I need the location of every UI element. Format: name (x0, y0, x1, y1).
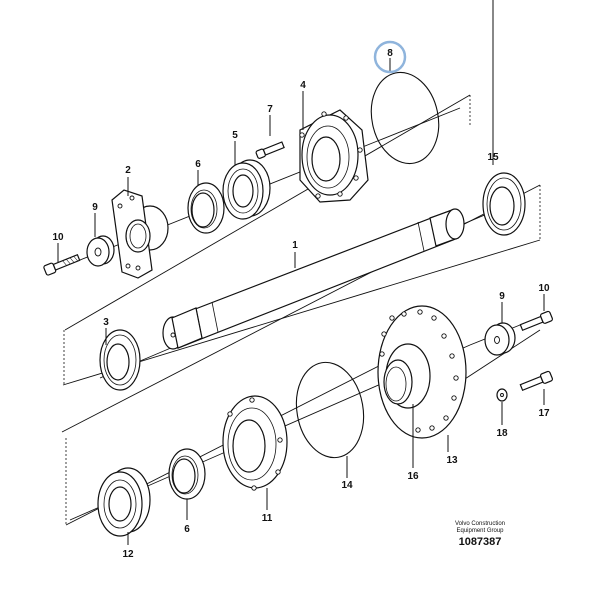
screw-10-right (519, 310, 553, 332)
caption-company-line2: Equipment Group (456, 528, 504, 534)
callout-11: 11 (262, 513, 273, 524)
seal-ring-3 (99, 329, 141, 391)
callout-14: 14 (341, 480, 353, 491)
callout-17: 17 (538, 408, 550, 419)
ball-bearing-12 (97, 467, 151, 537)
callout-7: 7 (267, 104, 273, 115)
hub-bolt-holes (379, 309, 459, 433)
seal-ring-6-lower (168, 448, 206, 500)
seal-ring-15 (482, 172, 526, 236)
callout-3: 3 (103, 317, 109, 328)
screw-17 (519, 370, 553, 392)
bearing-cover-11 (222, 395, 288, 491)
washer-18 (496, 388, 508, 402)
callout-5: 5 (232, 130, 238, 141)
callout-6-lower: 6 (184, 524, 190, 535)
screw-10-left (43, 253, 81, 276)
callout-9-left: 9 (92, 202, 98, 213)
callout-6-upper: 6 (195, 159, 201, 170)
highlight-circle-8 (373, 40, 407, 74)
callout-9-right: 9 (499, 291, 505, 302)
washer-9-right (484, 322, 516, 356)
shaft-1 (162, 208, 465, 350)
callout-10-left: 10 (52, 232, 64, 243)
callout-12: 12 (122, 549, 134, 560)
callout-1: 1 (292, 240, 298, 251)
companion-flange-2 (111, 189, 169, 279)
callout-labels: 1 2 3 4 5 6 6 7 8 9 9 10 10 11 12 13 14 … (52, 48, 550, 560)
caption-company-line1: Volvo Construction (454, 521, 506, 527)
screw-7 (255, 141, 285, 159)
callout-18: 18 (496, 428, 508, 439)
callout-15: 15 (487, 152, 499, 163)
o-ring-14 (295, 361, 365, 459)
leader-lines (57, 0, 545, 545)
bearing-housing-cover-4 (299, 109, 369, 203)
drawing-number: 1087387 (458, 536, 502, 548)
callout-4: 4 (300, 80, 306, 91)
hub-13 (377, 305, 467, 439)
drawing-caption: Volvo Construction Equipment Group 10873… (420, 521, 540, 549)
seal-ring-6-upper (187, 182, 225, 234)
callout-2: 2 (125, 165, 131, 176)
ball-bearing-5 (222, 159, 271, 220)
callout-13: 13 (446, 455, 458, 466)
o-ring-8 (370, 71, 440, 165)
callout-16: 16 (407, 471, 419, 482)
callout-8: 8 (387, 48, 393, 59)
callout-10-right: 10 (538, 283, 550, 294)
washer-9-left (86, 235, 115, 267)
